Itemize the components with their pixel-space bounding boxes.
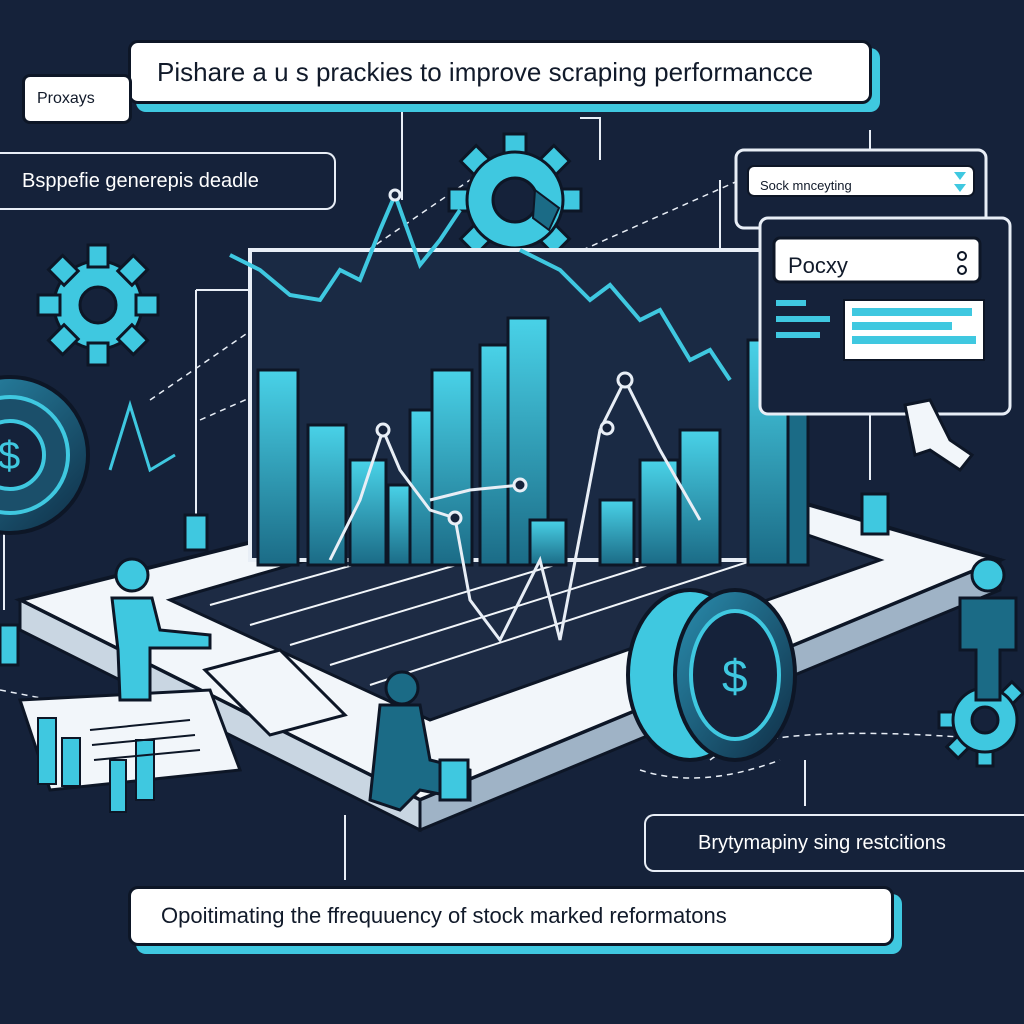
gear-icon bbox=[447, 132, 583, 268]
generepis-text: Bsppefie generepis deadle bbox=[22, 169, 259, 192]
person-icon bbox=[110, 557, 212, 702]
frequency-callout: Opoitimating the ffrequuency of stock ma… bbox=[128, 886, 894, 946]
svg-text:$: $ bbox=[0, 434, 20, 478]
frequency-text: Opoitimating the ffrequuency of stock ma… bbox=[161, 903, 727, 928]
top-window-title: Sock mnceyting bbox=[760, 178, 852, 193]
dollar-coin-icon: $ bbox=[0, 375, 90, 535]
title-text: Pishare a u s prackies to improve scrapi… bbox=[157, 56, 814, 87]
cursor-hand-icon bbox=[903, 398, 975, 473]
gear-icon bbox=[36, 243, 160, 367]
title-callout: Pishare a u s prackies to improve scrapi… bbox=[128, 40, 872, 104]
dashed-lines bbox=[0, 179, 1001, 779]
bar-chart-illustration bbox=[256, 316, 810, 567]
svg-text:$: $ bbox=[722, 650, 748, 702]
document-chart-panel bbox=[17, 688, 243, 813]
proxays-callout: Proxays bbox=[22, 74, 132, 124]
restrictions-text: Brytymapiny sing restcitions bbox=[698, 831, 946, 854]
dollar-coin-icon: $ bbox=[626, 588, 797, 762]
chart-points bbox=[375, 188, 634, 526]
proxy-window bbox=[758, 216, 1012, 416]
proxays-text: Proxays bbox=[37, 90, 95, 107]
browser-window-top bbox=[734, 148, 988, 230]
person-icon bbox=[958, 557, 1018, 702]
small-blocks bbox=[0, 492, 890, 802]
restrictions-callout: Brytymapiny sing restcitions bbox=[644, 814, 1024, 872]
generepis-callout: Bsppefie generepis deadle bbox=[0, 152, 336, 210]
proxy-window-title: Pocxy bbox=[788, 253, 848, 278]
